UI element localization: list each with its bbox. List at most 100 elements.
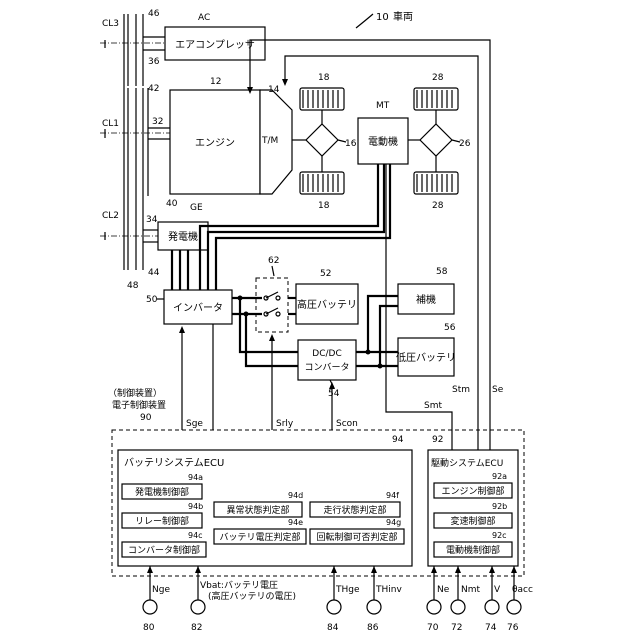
high-voltage-battery: 52 高圧バッテリ xyxy=(296,269,358,324)
ref-18-bottom: 18 xyxy=(318,201,330,211)
low-voltage-battery: 56 低圧バッテリ xyxy=(396,323,456,376)
vehicle-ref: 10 xyxy=(376,12,389,23)
ref-26: 26 xyxy=(459,139,471,149)
ref-94e: 94e xyxy=(288,518,303,527)
ref-94d: 94d xyxy=(288,491,303,500)
sensor-ref-80: 80 xyxy=(143,623,155,633)
power-lines xyxy=(172,164,398,369)
lv-battery-label: 低圧バッテリ xyxy=(396,351,456,364)
vbat-subtitle: (高圧バッテリの電圧) xyxy=(208,590,296,602)
sensor-signal-thge: THge xyxy=(335,585,360,595)
transmission: 14 T/M xyxy=(260,85,292,194)
system-relay: 62 xyxy=(256,256,288,332)
engine: 12 エンジン xyxy=(170,77,260,194)
unit-92c: 電動機制御部 xyxy=(446,544,500,556)
sensor-ref-70: 70 xyxy=(427,623,439,633)
ref-54: 54 xyxy=(328,389,340,399)
ref-16: 16 xyxy=(345,139,357,149)
sensor-signal-theta-acc: θacc xyxy=(512,585,533,595)
ref-36: 36 xyxy=(148,57,160,67)
ref-42: 42 xyxy=(148,84,159,94)
sensor-signal-nmt: Nmt xyxy=(461,585,480,595)
cl2-label: CL2 xyxy=(102,211,119,221)
ref-56: 56 xyxy=(444,323,456,333)
unit-94c: コンバータ制御部 xyxy=(128,544,200,556)
engine-label: エンジン xyxy=(195,138,235,149)
vehicle-text: 車両 xyxy=(393,10,413,23)
unit-94f: 走行状態判定部 xyxy=(323,504,386,516)
unit-92b: 変速制御部 xyxy=(450,515,495,527)
ref-40: 40 xyxy=(166,199,178,209)
ref-94: 94 xyxy=(392,435,404,445)
ref-32: 32 xyxy=(152,117,163,127)
sensor-ref-82: 82 xyxy=(191,623,202,633)
sensor-signal-ne: Ne xyxy=(437,585,450,595)
unit-94b: リレー制御部 xyxy=(135,515,189,527)
ref-94g: 94g xyxy=(386,518,401,527)
drive-system-ecu: 92 駆動システムECU 92a エンジン制御部 92b 変速制御部 92c 電… xyxy=(428,435,518,566)
hv-battery-label: 高圧バッテリ xyxy=(297,298,357,311)
signal-stm: Stm xyxy=(452,385,470,395)
battery-ecu-label: バッテリシステムECU xyxy=(124,457,224,469)
aux-label: 補機 xyxy=(416,293,436,306)
ref-62: 62 xyxy=(268,256,279,266)
ref-92: 92 xyxy=(432,435,443,445)
ref-92c: 92c xyxy=(492,531,507,540)
motor-label: 電動機 xyxy=(368,135,398,148)
sensor-signal-thinv: THinv xyxy=(375,585,402,595)
battery-system-ecu: 94 バッテリシステムECU 94a 発電機制御部 94b リレー制御部 94c… xyxy=(118,435,412,566)
ref-50: 50 xyxy=(146,295,158,305)
control-label-2: 電子制御装置 xyxy=(112,399,166,411)
control-label-1: （制御装置） xyxy=(108,387,162,399)
unit-92a: エンジン制御部 xyxy=(441,485,504,497)
ref-52: 52 xyxy=(320,269,331,279)
inverter: 50 インバータ xyxy=(146,290,232,324)
ref-28-top: 28 xyxy=(432,73,444,83)
cl1-label: CL1 xyxy=(102,119,119,129)
mt-label: MT xyxy=(376,101,390,111)
sensor-signal-v: V xyxy=(494,585,501,595)
sensor-signal-nge: Nge xyxy=(152,585,170,595)
ref-94b: 94b xyxy=(188,502,203,511)
ref-94a: 94a xyxy=(188,473,203,482)
unit-94d: 異常状態判定部 xyxy=(226,504,289,516)
signal-sge: Sge xyxy=(186,419,203,429)
ref-58: 58 xyxy=(436,267,448,277)
inverter-label: インバータ xyxy=(173,302,223,314)
ref-44: 44 xyxy=(148,268,160,278)
signal-srly: Srly xyxy=(276,419,294,429)
unit-94a: 発電機制御部 xyxy=(135,486,189,498)
ac-label: AC xyxy=(198,13,210,23)
unit-94g: 回転制御可否判定部 xyxy=(316,531,397,543)
sensor-ref-74: 74 xyxy=(485,623,497,633)
ref-92a: 92a xyxy=(492,472,507,481)
front-axle: 18 16 18 xyxy=(292,73,357,211)
generator-label: 発電機 xyxy=(168,230,198,243)
sensor-ref-72: 72 xyxy=(451,623,462,633)
signal-scon: Scon xyxy=(336,419,358,429)
ref-48: 48 xyxy=(127,281,139,291)
ref-12: 12 xyxy=(210,77,221,87)
ref-18-top: 18 xyxy=(318,73,330,83)
ref-94c: 94c xyxy=(188,531,203,540)
ref-94f: 94f xyxy=(386,491,399,500)
ge-label: GE xyxy=(190,203,203,213)
rear-axle: 28 26 28 xyxy=(408,73,471,211)
compressor-label: エアコンプレッサ xyxy=(175,39,255,51)
tm-label: T/M xyxy=(261,136,278,146)
ref-28-bottom: 28 xyxy=(432,201,444,211)
drive-ecu-label: 駆動システムECU xyxy=(431,458,503,469)
signal-se: Se xyxy=(492,385,504,395)
signal-smt: Smt xyxy=(424,401,442,411)
motor: MT 電動機 xyxy=(358,101,408,164)
sensor-ref-76: 76 xyxy=(507,623,519,633)
dcdc-converter: DC/DC コンバータ 54 xyxy=(298,340,356,399)
sensor-ref-86: 86 xyxy=(367,623,379,633)
ref-34: 34 xyxy=(146,215,158,225)
auxiliary: 58 補機 xyxy=(398,267,454,314)
cl3-label: CL3 xyxy=(102,19,119,29)
dcdc-label: DC/DC xyxy=(312,349,341,359)
ref-90: 90 xyxy=(140,413,152,423)
ref-14: 14 xyxy=(268,85,280,95)
